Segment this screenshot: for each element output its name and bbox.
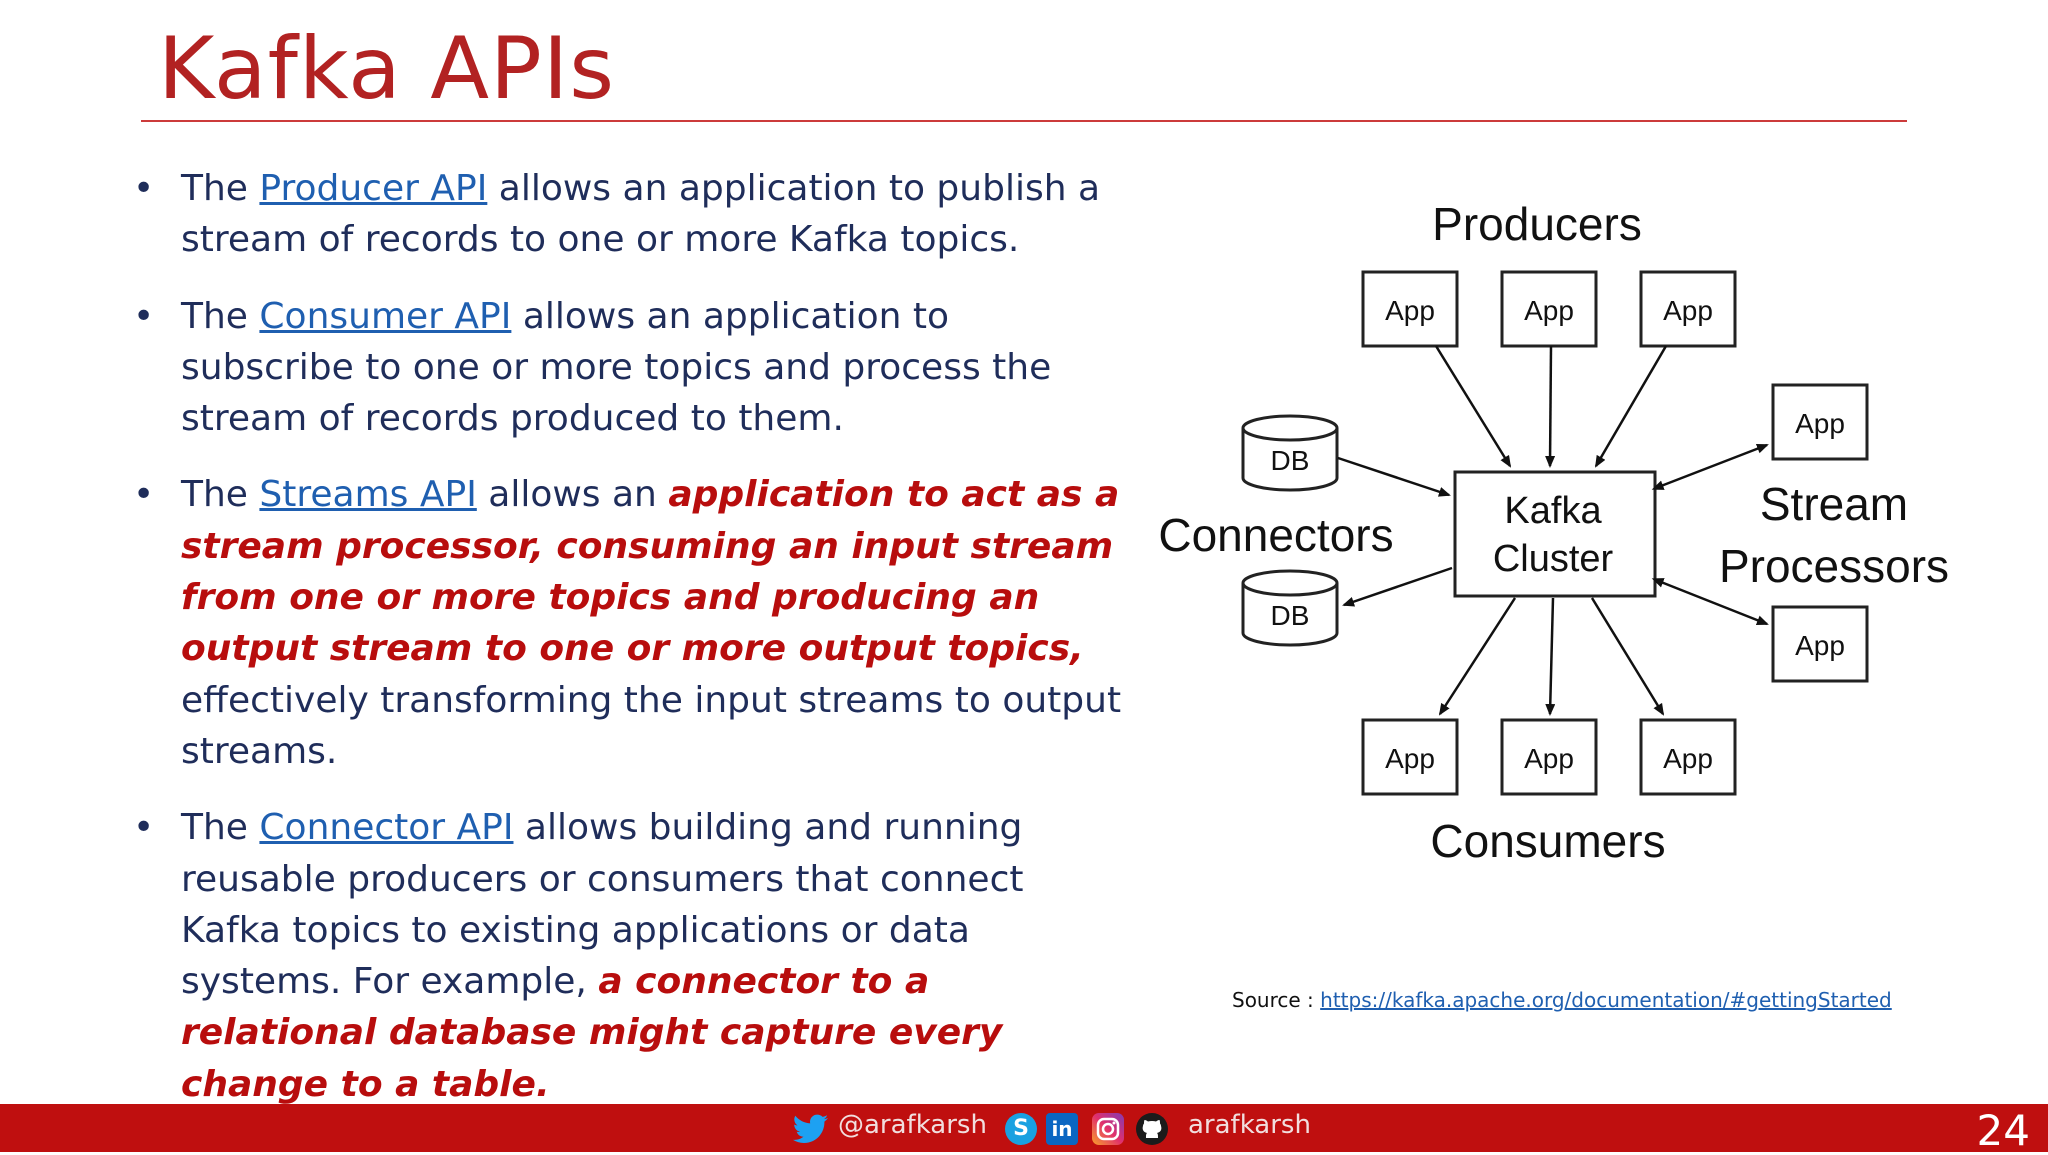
consumer-app-label: App: [1663, 743, 1713, 774]
slide-title: Kafka APIs: [158, 19, 616, 119]
page-number: 24: [1976, 1106, 2030, 1155]
bullet-connector-api: • The Connector API allows building and …: [128, 802, 1128, 1110]
bullet-text: The: [181, 807, 260, 849]
consumers-label: Consumers: [1430, 815, 1665, 867]
arrow-producer-to-cluster: [1594, 345, 1668, 468]
bullet-text: The: [181, 474, 260, 516]
consumer-app-box: [1500, 718, 1598, 796]
source-citation: Source : https://kafka.apache.org/docume…: [1232, 988, 1892, 1012]
title-divider: [141, 120, 1907, 122]
consumer-app-label: App: [1524, 743, 1574, 774]
arrow-cluster-to-db: [1342, 566, 1453, 607]
bullet-text: allows an application to subscribe to on…: [181, 295, 1052, 440]
bullet-text: allows an: [476, 474, 669, 516]
instagram-icon[interactable]: [1092, 1113, 1124, 1145]
bullet-dot: •: [133, 807, 155, 849]
consumer-app-label: App: [1385, 743, 1435, 774]
bullet-emphasis: application to act as a stream processor…: [181, 474, 1120, 670]
producer-app-label: App: [1524, 295, 1574, 326]
stream-processor-app-box: [1771, 605, 1869, 683]
stream-processor-app-label: App: [1795, 630, 1845, 661]
twitter-icon[interactable]: [793, 1114, 829, 1144]
bullet-producer-api: • The Producer API allows an application…: [128, 163, 1128, 266]
bullet-consumer-api: • The Consumer API allows an application…: [128, 291, 1128, 445]
producer-app-label: App: [1385, 295, 1435, 326]
kafka-cluster-box: [1453, 470, 1657, 598]
streams-api-link[interactable]: Streams API: [259, 474, 477, 516]
producer-app-box: [1361, 270, 1459, 348]
arrow-cluster-to-consumer: [1438, 597, 1517, 716]
producer-app-label: App: [1663, 295, 1713, 326]
bullet-dot: •: [133, 474, 155, 516]
github-handle: arafkarsh: [1188, 1110, 1311, 1140]
twitter-handle: @arafkarsh: [838, 1110, 987, 1140]
connector-api-link[interactable]: Connector API: [259, 807, 514, 849]
bullet-text: The: [181, 168, 260, 209]
linkedin-icon[interactable]: in: [1046, 1113, 1078, 1145]
bullet-emphasis: a connector to a relational database mig…: [181, 961, 1003, 1105]
footer-bar: @arafkarsh S in arafkarsh 24: [0, 1104, 2048, 1155]
bullet-text: allows building and running reusable pro…: [181, 807, 1024, 1003]
bullet-list: • The Producer API allows an application…: [128, 163, 1128, 1135]
arrow-producer-to-cluster: [1434, 345, 1512, 468]
stream-processor-app-box: [1771, 383, 1869, 461]
producer-app-box: [1639, 270, 1737, 348]
arrow-cluster-stream-processor: [1651, 443, 1769, 490]
bullet-dot: •: [133, 295, 155, 337]
stream-processors-label-line2: Processors: [1719, 540, 1949, 592]
arrow-cluster-stream-processor: [1651, 578, 1769, 626]
arrow-cluster-to-consumer: [1590, 597, 1665, 716]
skype-icon[interactable]: S: [1005, 1113, 1037, 1145]
stream-processors-label-line1: Stream: [1760, 478, 1908, 530]
kafka-cluster-label-line1: Kafka: [1504, 490, 1602, 532]
arrow-producer-to-cluster: [1545, 345, 1556, 468]
consumer-app-box: [1361, 718, 1459, 796]
arrow-cluster-to-consumer: [1545, 597, 1556, 716]
db-label: DB: [1271, 600, 1310, 631]
producer-app-box: [1500, 270, 1598, 348]
source-link[interactable]: https://kafka.apache.org/documentation/#…: [1320, 988, 1892, 1012]
connectors-label: Connectors: [1158, 509, 1393, 561]
stream-processor-app-label: App: [1795, 408, 1845, 439]
consumer-api-link[interactable]: Consumer API: [259, 295, 512, 337]
db-label: DB: [1271, 445, 1310, 476]
kafka-cluster-label-line2: Cluster: [1493, 538, 1614, 580]
source-label: Source :: [1232, 988, 1321, 1012]
db-cylinder-top: DB: [1241, 414, 1339, 492]
bullet-text: allows an application to publish a strea…: [181, 168, 1101, 261]
producer-api-link[interactable]: Producer API: [259, 168, 488, 209]
bullet-text: The: [181, 295, 260, 337]
arrow-db-to-cluster: [1337, 456, 1451, 497]
bullet-dot: •: [133, 168, 155, 209]
bullet-streams-api: • The Streams API allows an application …: [128, 469, 1128, 777]
consumer-app-box: [1639, 718, 1737, 796]
github-icon[interactable]: [1135, 1112, 1169, 1146]
bullet-text: effectively transforming the input strea…: [181, 679, 1122, 772]
producers-label: Producers: [1432, 198, 1642, 250]
db-cylinder-bottom: DB: [1241, 569, 1339, 647]
kafka-api-diagram: Producers Consumers Connectors Stream Pr…: [1158, 198, 1949, 867]
